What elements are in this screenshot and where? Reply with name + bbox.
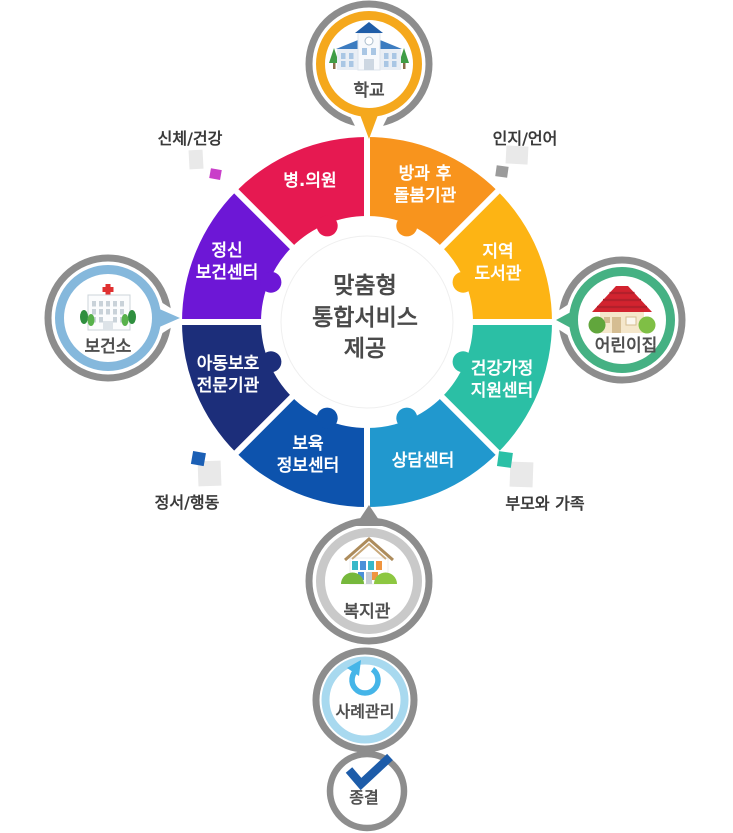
welfare-center-label: 복지관 [344,602,391,622]
corner-bottom-right: 부모와 가족 [496,451,585,513]
wheel-tab [260,271,282,293]
satellite-health-center: 보건소 [44,254,180,382]
wheel-tab [452,271,474,293]
segment-label: 지역 [482,242,513,262]
corner-square [505,145,529,165]
segment-label: 돌봄기관 [394,186,457,206]
wheel-tab [396,407,418,429]
segment-label: 건강가정 [471,359,534,379]
corner-accent-square [190,451,206,467]
corner-label: 정서/행동 [155,493,220,512]
segment-label: 아동보호 [197,354,260,374]
flow-closure: 종결 [326,750,408,832]
school-label: 학교 [353,81,385,101]
segment-label: 보육 [292,434,324,454]
segment-label: 전문기관 [197,376,260,396]
center-label-line: 통합서비스 [312,305,418,331]
wheel-center-label: 맞춤형 통합서비스 제공 [312,273,418,362]
service-wheel: 방과 후 돌봄기관 지역 도서관 건강가정 지원센터 상담센터 보육 정보센터 … [171,126,563,518]
case-management-outer-ring [312,647,418,753]
daycare-label: 어린이집 [595,336,658,356]
segment-label: 보건센터 [196,263,259,283]
check-icon [345,753,393,791]
segment-label: 지원센터 [471,381,534,401]
segment-label: 정신 [211,241,242,261]
corner-annotations: 신체/건강 인지/언어 정서/행동 부모와 가족 [155,129,585,513]
corner-square [197,460,222,487]
case-management-label: 사례관리 [336,702,395,721]
satellite-daycare: 어린이집 [556,256,686,384]
corner-square [509,461,534,488]
wheel-segment-labels: 방과 후 돌봄기관 지역 도서관 건강가정 지원센터 상담센터 보육 정보센터 … [196,163,534,476]
closure-label: 종결 [349,788,378,807]
wheel-tab [260,351,282,373]
house-icon [588,286,656,334]
wheel-tab [316,215,338,237]
corner-square [188,149,204,170]
corner-label: 신체/건강 [158,129,223,148]
flow-case-management: 사례관리 [312,647,418,753]
welfare-center-outer-ring [305,517,433,645]
wheel-segment-gaps [171,126,563,518]
refresh-icon [347,660,381,696]
corner-accent-square [496,451,513,468]
corner-top-right: 인지/언어 [493,129,558,178]
corner-accent-square [495,165,509,178]
case-management-ring [321,656,409,744]
center-label-line: 맞춤형 [333,273,396,299]
corner-bottom-left: 정서/행동 [155,451,222,512]
school-icon [329,22,409,71]
corner-label: 부모와 가족 [505,494,584,513]
satellite-school: 학교 [305,0,433,139]
wheel-tab [452,351,474,373]
segment-label: 상담센터 [392,451,455,471]
building-icon [341,537,397,585]
corner-accent-square [209,168,222,180]
corner-top-left: 신체/건강 [158,129,223,180]
segment-label: 방과 후 [399,163,452,184]
wheel-tab [396,215,418,237]
segment-label: 도서관 [475,264,522,284]
center-label-line: 제공 [344,336,386,362]
wheel-tab [316,407,338,429]
hospital-icon [80,284,136,331]
segment-label: 병.의원 [283,171,336,191]
segment-label: 정보센터 [277,456,340,476]
satellite-welfare-center: 복지관 [305,505,433,645]
wheel-center-circle [280,235,454,409]
health-center-label: 보건소 [85,337,132,357]
corner-label: 인지/언어 [493,129,558,148]
